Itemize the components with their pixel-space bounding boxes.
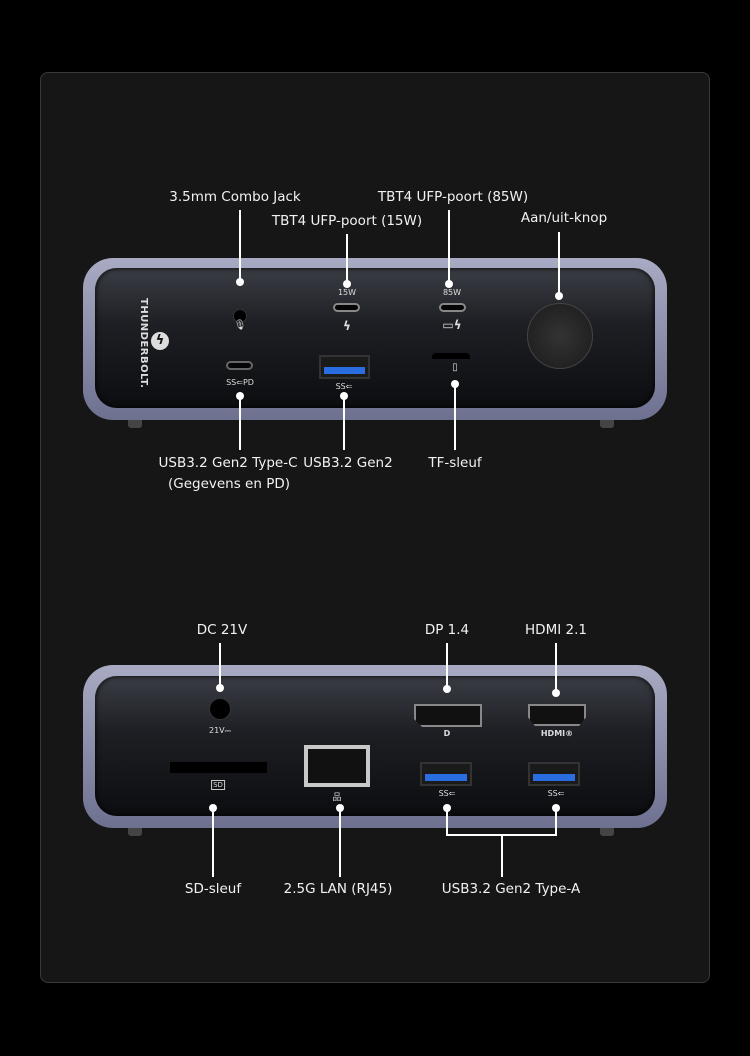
label-usba: USB3.2 Gen2 (303, 455, 393, 471)
usb-a-port (319, 355, 370, 379)
label-power-button: Aan/uit-knop (520, 210, 608, 226)
label-usbc: USB3.2 Gen2 Type-C (158, 455, 298, 471)
ss-mark: SS⇐ (438, 789, 456, 798)
label-dp: DP 1.4 (424, 622, 470, 638)
power-button (527, 303, 593, 369)
thunderbolt-brand: THUNDERBOLT. (138, 298, 149, 389)
label-sd: SD-sleuf (184, 881, 242, 897)
sd-icon: SD (211, 780, 225, 790)
tbt85-mark: 85W (442, 288, 462, 297)
microphone-icon: 🎙 (233, 320, 247, 331)
label-tf-slot: TF-sleuf (428, 455, 482, 471)
audio-jack (233, 309, 247, 323)
label-dc: DC 21V (196, 622, 248, 638)
thunderbolt-logo-icon: ϟ (151, 332, 169, 350)
usb-a-port-1 (420, 762, 472, 786)
label-lan: 2.5G LAN (RJ45) (283, 881, 393, 897)
label-usba-type-a: USB3.2 Gen2 Type-A (441, 881, 581, 897)
ss-mark: SS⇐ (335, 382, 353, 391)
device-foot (600, 828, 614, 836)
label-tbt4-15w: TBT4 UFP-poort (15W) (271, 213, 423, 229)
label-hdmi: HDMI 2.1 (525, 622, 587, 638)
label-usbc-sub: (Gegevens en PD) (167, 476, 291, 492)
dc-mark: 21V⎓ (208, 726, 232, 735)
ss-mark: SS⇐ (547, 789, 565, 798)
laptop-bolt-icon: ▭ϟ (442, 318, 462, 332)
device-foot (128, 828, 142, 836)
dc-jack (209, 698, 231, 720)
hdmi-logo: HDMI® (540, 729, 574, 738)
label-combo-jack: 3.5mm Combo Jack (169, 189, 301, 205)
tf-slot (432, 353, 470, 359)
content-card (40, 72, 710, 983)
rj45-port (304, 745, 370, 787)
tbt4-15w-port (333, 303, 360, 312)
dp-logo: D (443, 729, 451, 738)
bolt-icon: ϟ (343, 319, 351, 333)
hdmi-port (528, 704, 586, 726)
tbt4-85w-port (439, 303, 466, 312)
usb-a-port-2 (528, 762, 580, 786)
device-foot (600, 420, 614, 428)
lan-icon: 品 (332, 793, 342, 803)
label-tbt4-85w: TBT4 UFP-poort (85W) (377, 189, 529, 205)
device-foot (128, 420, 142, 428)
usbc-data-pd-port (226, 361, 253, 370)
tbt15-mark: 15W (337, 288, 357, 297)
displayport-port (414, 704, 482, 727)
sd-slot (170, 762, 267, 773)
tf-card-icon: ▯ (452, 362, 458, 373)
ss-pd-mark: SS⇐PD (226, 378, 254, 387)
device-body (95, 676, 655, 816)
